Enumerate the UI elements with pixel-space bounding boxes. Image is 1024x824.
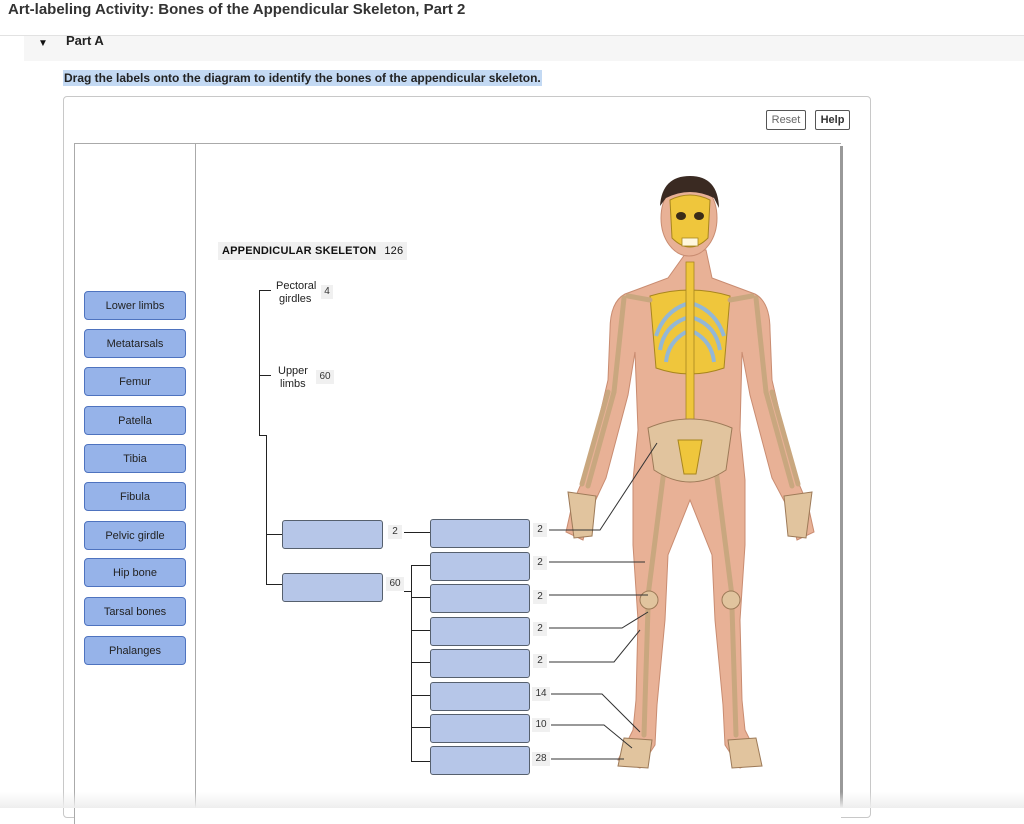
header-divider xyxy=(0,35,1024,36)
page-title: Art-labeling Activity: Bones of the Appe… xyxy=(8,1,466,18)
help-button[interactable]: Help xyxy=(815,110,850,130)
drop-zone-1[interactable] xyxy=(430,519,530,548)
bracket-line xyxy=(259,375,271,376)
leader-lines xyxy=(549,442,658,760)
drop-zone-7[interactable] xyxy=(430,714,530,743)
instructions: Drag the labels onto the diagram to iden… xyxy=(63,70,542,86)
pectoral-count: 4 xyxy=(321,285,333,299)
bracket-line xyxy=(266,435,267,585)
part-header[interactable] xyxy=(24,36,1024,61)
drop-zone-4[interactable] xyxy=(430,617,530,646)
drop-zone-6[interactable] xyxy=(430,682,530,711)
connector-line xyxy=(411,565,412,762)
drop-zone-8[interactable] xyxy=(430,746,530,775)
bracket-line xyxy=(266,584,282,585)
label-phalanges[interactable]: Phalanges xyxy=(84,636,186,665)
label-hip-bone[interactable]: Hip bone xyxy=(84,558,186,587)
leader-count: 2 xyxy=(533,654,547,668)
bracket-line xyxy=(259,290,260,436)
connector-line xyxy=(404,591,412,592)
leader-count: 2 xyxy=(533,523,547,537)
drop-zone-2[interactable] xyxy=(430,552,530,581)
leader-count: 2 xyxy=(533,622,547,636)
label-fibula[interactable]: Fibula xyxy=(84,482,186,511)
label-lower-limbs[interactable]: Lower limbs xyxy=(84,291,186,320)
connector-line xyxy=(411,695,430,696)
collapse-caret-icon[interactable]: ▼ xyxy=(38,38,48,49)
label-metatarsals[interactable]: Metatarsals xyxy=(84,329,186,358)
label-femur[interactable]: Femur xyxy=(84,367,186,396)
leader-count: 2 xyxy=(533,556,547,570)
drop-zone-count: 60 xyxy=(386,577,404,591)
drop-zone-lower-limbs[interactable] xyxy=(282,573,383,602)
connector-line xyxy=(411,565,430,566)
bracket-line xyxy=(259,435,267,436)
leader-count: 2 xyxy=(533,590,547,604)
connector-line xyxy=(411,761,430,762)
leader-count: 10 xyxy=(532,718,550,732)
bracket-line xyxy=(259,290,271,291)
connector-line xyxy=(411,597,430,598)
label-pelvic-girdle[interactable]: Pelvic girdle xyxy=(84,521,186,550)
connector-line xyxy=(404,532,430,533)
drop-zone-pectoral-sub[interactable] xyxy=(282,520,383,549)
connector-line xyxy=(411,630,430,631)
drop-zone-count: 2 xyxy=(388,525,402,539)
label-patella[interactable]: Patella xyxy=(84,406,186,435)
reset-button[interactable]: Reset xyxy=(766,110,806,130)
skeleton-illustration xyxy=(565,176,815,769)
upper-limbs-count: 60 xyxy=(316,370,334,384)
part-label[interactable]: Part A xyxy=(66,33,104,48)
label-bank-divider xyxy=(195,143,196,808)
connector-line xyxy=(411,727,430,728)
label-tibia[interactable]: Tibia xyxy=(84,444,186,473)
drop-zone-3[interactable] xyxy=(430,584,530,613)
drop-zone-5[interactable] xyxy=(430,649,530,678)
bracket-line xyxy=(266,534,282,535)
connector-line xyxy=(411,662,430,663)
leader-count: 28 xyxy=(532,752,550,766)
leader-count: 14 xyxy=(532,687,550,701)
frame-shadow xyxy=(840,146,843,808)
bottom-fade xyxy=(0,792,1024,808)
label-tarsal-bones[interactable]: Tarsal bones xyxy=(84,597,186,626)
